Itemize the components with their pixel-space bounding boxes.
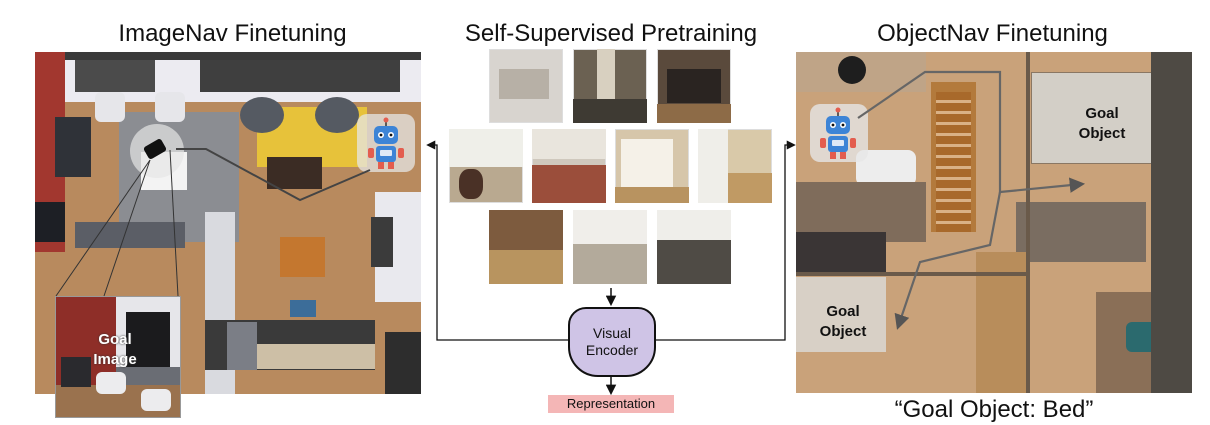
encoder-to-objectnav-arrow bbox=[656, 140, 796, 341]
pretraining-image bbox=[532, 129, 606, 203]
goal-image-inset bbox=[55, 296, 181, 418]
goal-image-label: Goal Image bbox=[93, 331, 137, 368]
objectnav-goal-caption: “Goal Object: Bed” bbox=[894, 396, 1094, 423]
objectnav-title: ObjectNav Finetuning bbox=[877, 20, 1108, 47]
pretraining-image bbox=[573, 49, 647, 123]
pretraining-image bbox=[657, 210, 731, 284]
imagenav-title: ImageNav Finetuning bbox=[118, 20, 347, 47]
pretraining-image bbox=[449, 129, 523, 203]
visual-encoder: Visual Encoder bbox=[568, 307, 656, 377]
pretraining-image bbox=[489, 49, 563, 123]
robot-icon bbox=[820, 107, 856, 159]
pretraining-image bbox=[698, 129, 772, 203]
representation-label: Representation bbox=[548, 395, 674, 413]
objectnav-floorplan bbox=[796, 52, 1192, 393]
pretraining-image bbox=[489, 210, 563, 284]
pretraining-image bbox=[573, 210, 647, 284]
pretraining-image bbox=[615, 129, 689, 203]
goal-object-label-top: Goal Object bbox=[1078, 105, 1126, 142]
pretraining-title: Self-Supervised Pretraining bbox=[464, 20, 758, 47]
encoder-to-imagenav-arrow bbox=[426, 140, 568, 341]
imagenav-path bbox=[176, 148, 371, 202]
inset-projection-lines bbox=[55, 149, 179, 297]
objectnav-paths bbox=[857, 70, 1086, 330]
pretraining-image bbox=[657, 49, 731, 123]
goal-object-label-bottom: Goal Object bbox=[819, 303, 867, 340]
robot-icon bbox=[368, 117, 404, 169]
